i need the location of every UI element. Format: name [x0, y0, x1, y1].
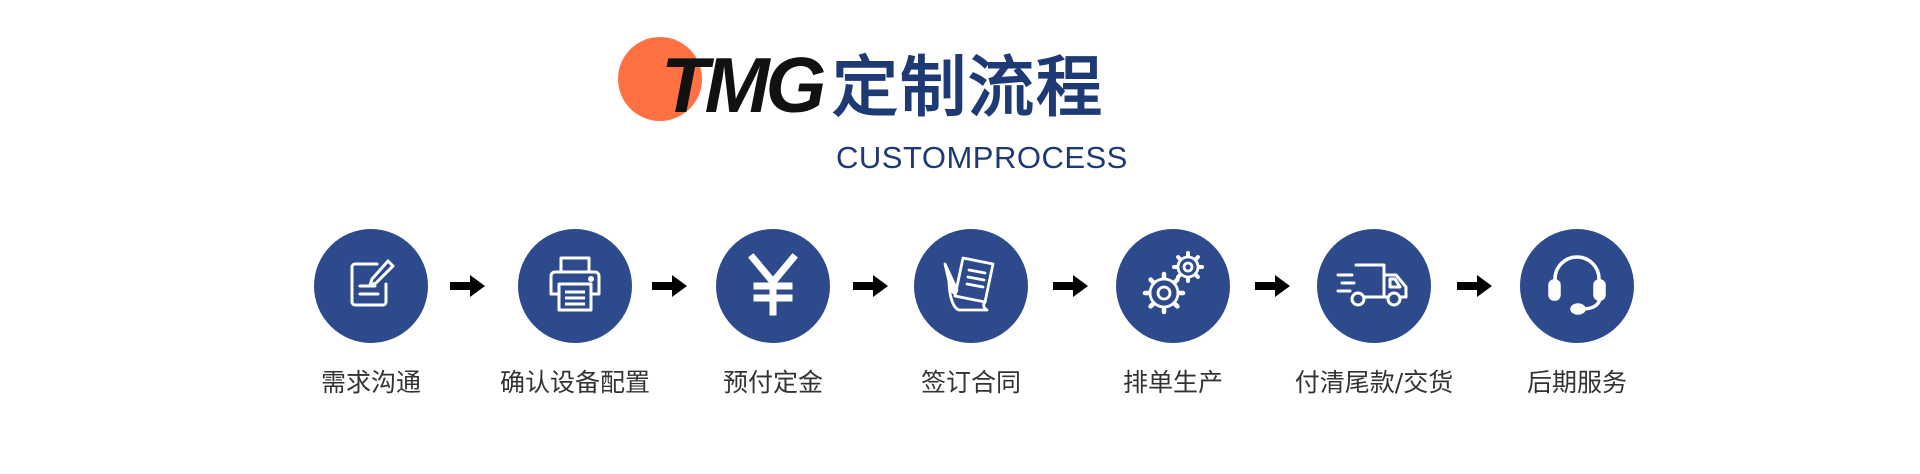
step-final-payment-delivery: 付清尾款/交货	[1274, 229, 1474, 429]
arrow-icon	[1457, 274, 1493, 298]
tmg-logo: TMG	[617, 36, 827, 122]
delivery-truck-icon	[1336, 259, 1412, 313]
step-circle	[1317, 229, 1431, 343]
arrow-icon	[450, 274, 486, 298]
step-label: 排单生产	[1122, 368, 1223, 397]
step-deposit: 预付定金	[673, 229, 873, 429]
gears-icon	[1138, 249, 1208, 323]
step-sign-contract: 签订合同	[871, 229, 1071, 429]
step-after-sales-service: 后期服务	[1477, 229, 1677, 429]
headset-icon	[1542, 249, 1612, 323]
step-circle	[716, 229, 830, 343]
step-label: 签订合同	[920, 368, 1021, 397]
document-pen-icon	[341, 254, 401, 318]
header: TMG 定制流程 CUSTOMPROCESS	[0, 0, 1920, 180]
step-requirements: 需求沟通	[271, 229, 471, 429]
contract-sign-icon	[939, 252, 1003, 320]
step-confirm-config: 确认设备配置	[475, 229, 675, 429]
step-circle	[518, 229, 632, 343]
step-label: 后期服务	[1526, 368, 1627, 397]
page-title: 定制流程	[832, 49, 1104, 126]
step-circle	[1116, 229, 1230, 343]
arrow-icon	[652, 274, 688, 298]
yen-icon	[743, 252, 803, 320]
logo-text: TMG	[661, 41, 825, 122]
step-circle	[914, 229, 1028, 343]
page-subtitle: CUSTOMPROCESS	[836, 140, 1128, 175]
step-production: 排单生产	[1073, 229, 1273, 429]
step-label: 确认设备配置	[499, 368, 650, 397]
arrow-icon	[1053, 274, 1089, 298]
step-circle	[314, 229, 428, 343]
step-circle	[1520, 229, 1634, 343]
printer-icon	[543, 252, 607, 320]
step-label: 需求沟通	[320, 368, 421, 397]
step-label: 付清尾款/交货	[1294, 368, 1454, 397]
step-label: 预付定金	[722, 368, 823, 397]
arrow-icon	[853, 274, 889, 298]
arrow-icon	[1255, 274, 1291, 298]
